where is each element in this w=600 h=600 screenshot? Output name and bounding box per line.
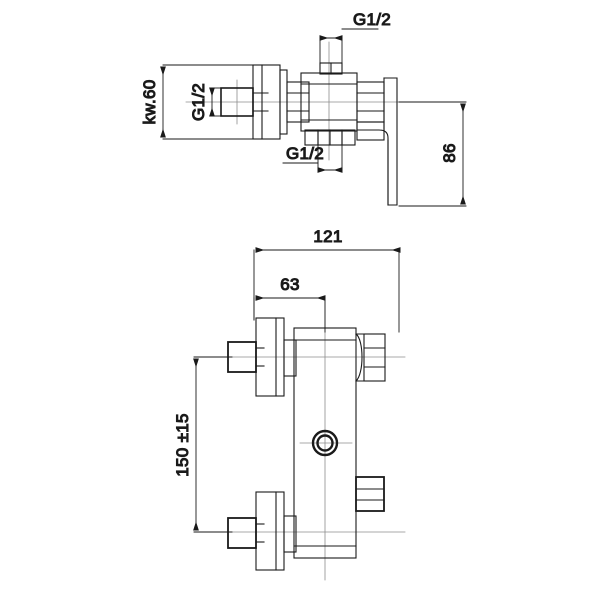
right-outlet-bottom (355, 333, 386, 382)
dim-label-kw60: kw.60 (140, 80, 159, 125)
bottom-outlet-boss (304, 129, 356, 146)
lower-left-inlet-bottom (227, 491, 297, 571)
dim-label-86: 86 (440, 143, 459, 163)
dim-150 (193, 356, 233, 533)
dim-label-150: 150 ±15 (173, 413, 192, 476)
dim-g12-bottom (282, 145, 343, 173)
left-inlet-stack-top (286, 81, 310, 123)
dim-label-g12-bottom: G1/2 (286, 144, 324, 163)
dim-g12-left (209, 87, 225, 117)
right-outlet-stack-top (356, 81, 385, 141)
dim-label-g12-left: G1/2 (189, 83, 208, 121)
dim-g12-top (319, 28, 379, 63)
dim-86 (398, 101, 467, 207)
lower-right-knob-bottom (355, 476, 385, 512)
dim-label-121: 121 (313, 227, 342, 246)
central-outlet-hole (311, 429, 339, 457)
top-outlet-boss (319, 62, 343, 75)
upper-left-inlet-bottom (227, 317, 297, 397)
lever-handle-top (356, 77, 398, 206)
dim-kw60 (160, 64, 257, 140)
dim-label-g12-top: G1/2 (353, 10, 391, 29)
centerline-group-bottom (214, 299, 406, 581)
dim-63 (253, 295, 326, 333)
dim-label-63: 63 (280, 275, 300, 294)
